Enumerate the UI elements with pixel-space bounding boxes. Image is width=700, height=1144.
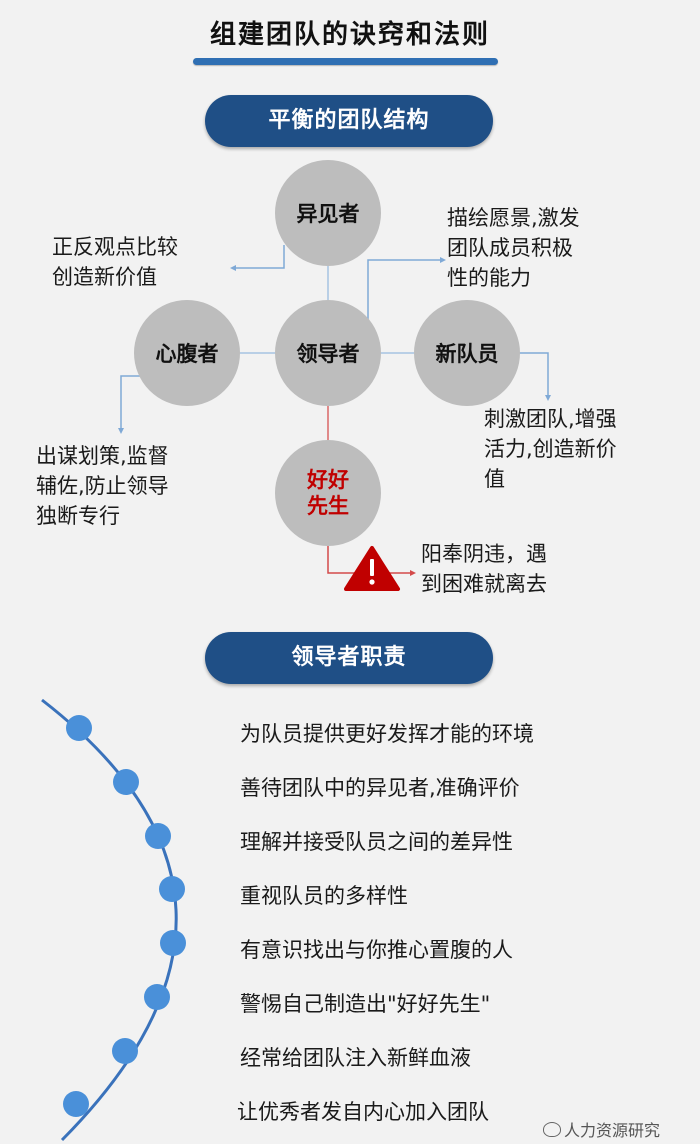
arrow-leader bbox=[367, 259, 440, 320]
duty-dot-2 bbox=[113, 769, 139, 795]
role-yesman-line2: 先生 bbox=[307, 494, 349, 518]
role-leader-circle: 领导者 bbox=[275, 300, 381, 406]
role-newcomer-circle: 新队员 bbox=[414, 300, 520, 406]
note-leader: 描绘愿景,激发 团队成员积极 性的能力 bbox=[447, 206, 580, 290]
role-confidant-circle: 心腹者 bbox=[134, 300, 240, 406]
role-yesman-circle: 好好 先生 bbox=[275, 440, 381, 546]
duty-dot-1 bbox=[66, 715, 92, 741]
note-newcomer: 刺激团队,增强 活力,创造新价 值 bbox=[484, 407, 617, 491]
duty-item: 重视队员的多样性 bbox=[240, 884, 408, 908]
arrow-dissenter bbox=[236, 245, 285, 269]
title-underline bbox=[193, 58, 498, 65]
duty-dot-6 bbox=[144, 984, 170, 1010]
watermark: 人力资源研究 bbox=[543, 1117, 660, 1141]
duty-item: 为队员提供更好发挥才能的环境 bbox=[240, 722, 534, 746]
warning-triangle-icon bbox=[344, 546, 400, 591]
duty-item: 经常给团队注入新鲜血液 bbox=[240, 1046, 471, 1070]
note-confidant: 出谋划策,监督 辅佐,防止领导 独断专行 bbox=[36, 444, 169, 528]
weibo-icon bbox=[543, 1121, 561, 1137]
note-dissenter: 正反观点比较 创造新价值 bbox=[52, 235, 178, 289]
watermark-text: 人力资源研究 bbox=[564, 1121, 661, 1140]
duty-dot-7 bbox=[112, 1038, 138, 1064]
duty-item: 警惕自己制造出"好好先生" bbox=[240, 992, 491, 1016]
duty-dot-5 bbox=[160, 930, 186, 956]
duty-item: 让优秀者发自内心加入团队 bbox=[237, 1100, 489, 1124]
section-heading-team-structure: 平衡的团队结构 bbox=[205, 95, 493, 147]
duty-dot-8 bbox=[63, 1091, 89, 1117]
duty-dot-3 bbox=[145, 823, 171, 849]
section-heading-leader-duties: 领导者职责 bbox=[205, 632, 493, 684]
page-title: 组建团队的诀窍和法则 bbox=[209, 20, 490, 50]
duty-item: 理解并接受队员之间的差异性 bbox=[240, 830, 513, 854]
role-yesman-line1: 好好 bbox=[307, 467, 349, 492]
role-dissenter-circle: 异见者 bbox=[275, 160, 381, 266]
duty-dot-4 bbox=[159, 876, 185, 902]
note-yesman: 阳奉阴违，遇 到困难就离去 bbox=[421, 542, 547, 596]
duty-item: 善待团队中的异见者,准确评价 bbox=[240, 776, 520, 800]
duty-item: 有意识找出与你推心置腹的人 bbox=[240, 938, 513, 962]
duties-arc bbox=[41, 698, 178, 1142]
